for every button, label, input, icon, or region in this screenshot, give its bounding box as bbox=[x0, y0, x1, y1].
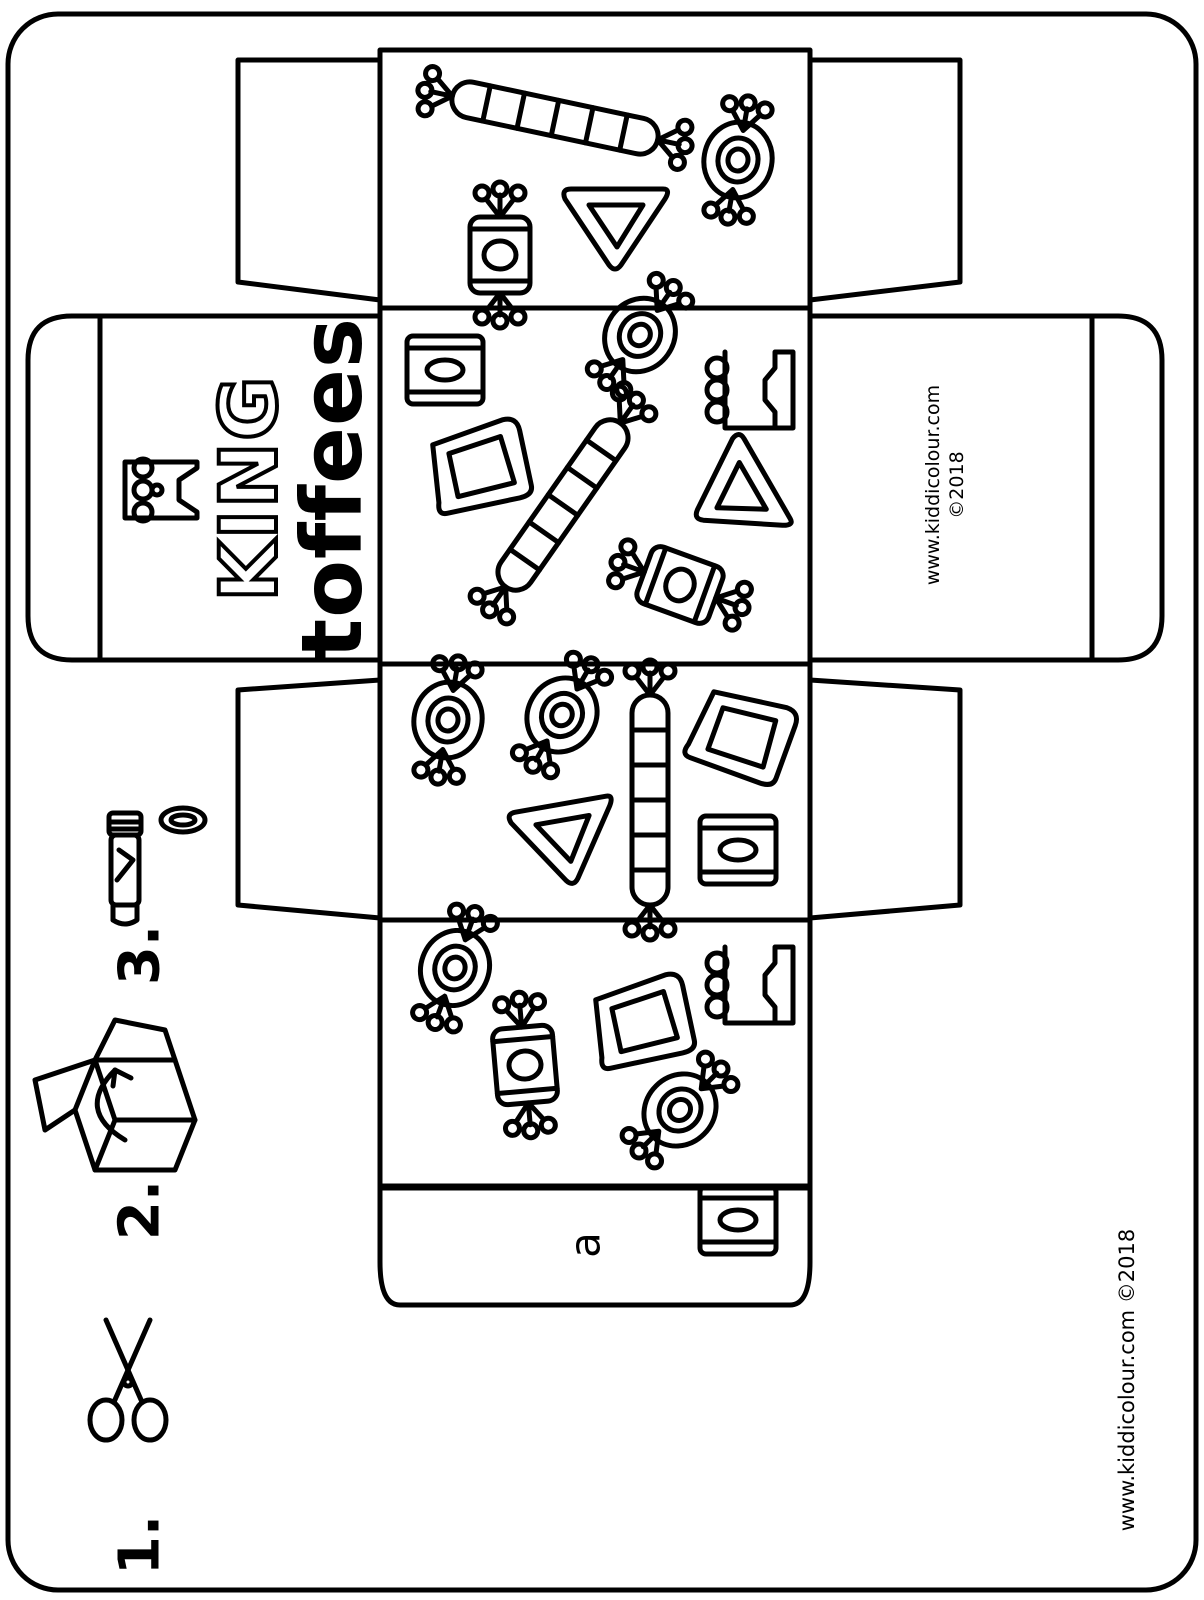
side-panel-text: www.kiddicolour.com ©2018 bbox=[921, 385, 969, 585]
round-candy-icon bbox=[619, 1049, 741, 1171]
wrapped-candy-icon bbox=[606, 537, 754, 633]
striped-candy-icon bbox=[467, 383, 659, 627]
crown-icon-bottom bbox=[704, 944, 796, 1026]
triangle-candy-icon bbox=[561, 186, 671, 272]
side-end-left bbox=[25, 313, 103, 663]
brand-king: KING bbox=[203, 373, 297, 604]
side-end-right bbox=[1089, 313, 1165, 663]
brand-toffees: toffees bbox=[283, 317, 381, 659]
crown-icon bbox=[122, 456, 200, 524]
round-candy-icon bbox=[701, 93, 775, 227]
step-2-number: 2. bbox=[107, 1179, 173, 1241]
diamond-candy-icon bbox=[430, 416, 535, 517]
wrapped-candy-icon bbox=[467, 179, 533, 331]
step-1-number: 1. bbox=[107, 1514, 173, 1576]
diamond-candy-icon bbox=[593, 971, 698, 1072]
flap-right-bottom bbox=[807, 677, 963, 921]
cube-candy-icon bbox=[697, 1183, 779, 1257]
round-candy-icon bbox=[584, 270, 696, 400]
glue-tab-letter: a bbox=[560, 1232, 610, 1258]
round-candy-icon bbox=[410, 901, 500, 1035]
triangle-candy-icon bbox=[693, 432, 794, 528]
box-net bbox=[25, 47, 1165, 1308]
bottom-panel bbox=[377, 917, 813, 1189]
side-panel-copyright: ©2018 bbox=[946, 451, 968, 519]
step-3-number: 3. bbox=[107, 924, 173, 986]
striped-candy-icon bbox=[415, 64, 695, 172]
glue-stick-icon bbox=[106, 805, 208, 927]
round-candy-icon bbox=[509, 649, 615, 781]
flap-left-top bbox=[235, 57, 383, 303]
diamond-candy-icon bbox=[682, 689, 800, 787]
scissors-icon bbox=[87, 1317, 169, 1443]
triangle-candy-icon bbox=[506, 793, 614, 886]
wrapped-candy-icon bbox=[490, 989, 560, 1141]
striped-candy-icon bbox=[622, 657, 678, 943]
flap-right-top bbox=[807, 57, 963, 303]
cube-candy-icon bbox=[404, 333, 486, 407]
crown-icon-small bbox=[704, 349, 796, 431]
candy-illustrations bbox=[404, 64, 800, 1257]
sheet-border bbox=[5, 11, 1199, 1593]
fold-box-icon bbox=[32, 1017, 198, 1173]
side-panel-right bbox=[807, 313, 1095, 663]
glue-tab bbox=[377, 1183, 813, 1308]
footer-credit: www.kiddicolour.com ©2018 bbox=[1115, 1228, 1139, 1532]
cube-candy-icon bbox=[697, 813, 779, 887]
flap-left-bottom bbox=[235, 677, 383, 921]
side-panel-url: www.kiddicolour.com bbox=[922, 384, 944, 586]
round-candy-icon bbox=[411, 653, 485, 787]
side-panel-left bbox=[97, 313, 383, 663]
